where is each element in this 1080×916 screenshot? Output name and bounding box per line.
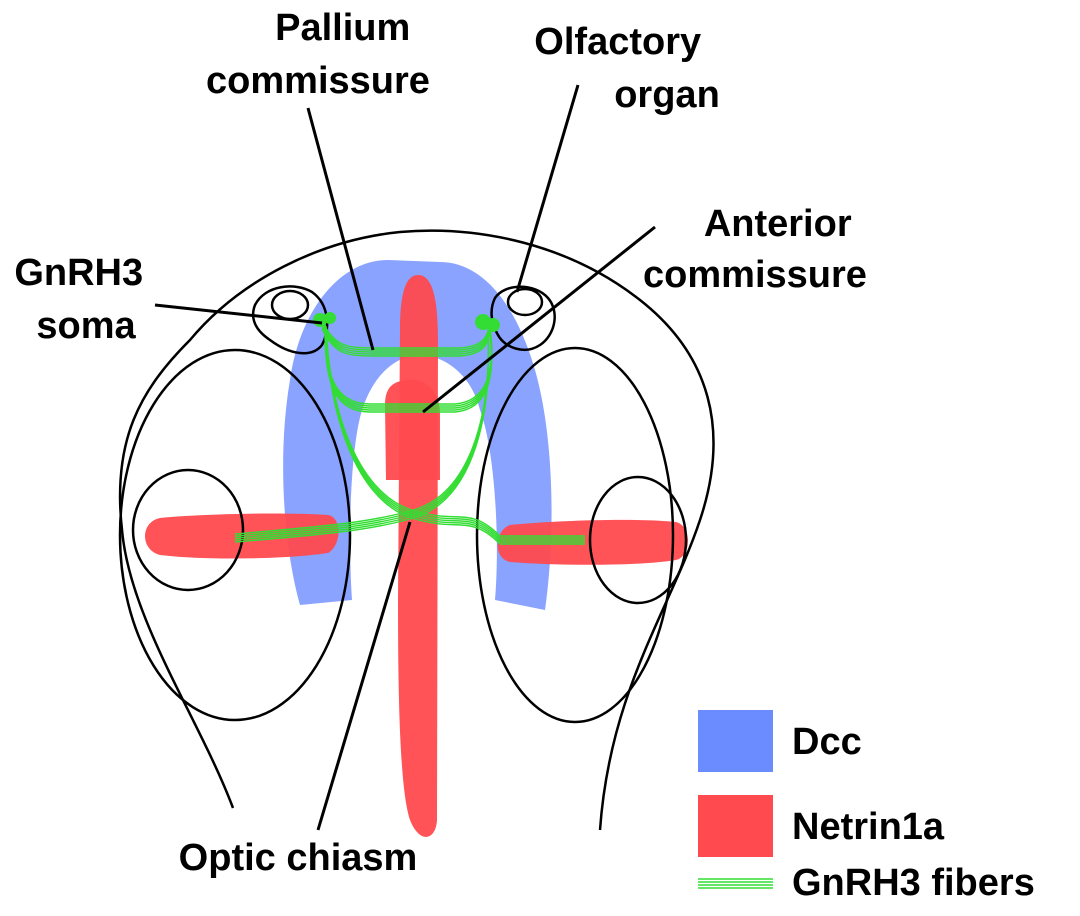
- legend-swatch-gnrh3-fibers: [698, 879, 773, 888]
- label-olfactory-organ-line2: organ: [614, 74, 720, 116]
- gnrh3-soma-left: [324, 312, 336, 324]
- label-pallium-commissure: Pallium commissure: [206, 7, 430, 102]
- legend: Dcc Netrin1a GnRH3 fibers: [698, 710, 1035, 904]
- label-pallium-commissure-line1: Pallium: [275, 7, 410, 49]
- label-anterior-commissure: Anterior commissure: [643, 203, 867, 296]
- pointer-gnrh3-soma: [155, 305, 322, 323]
- gnrh3-soma-right: [486, 318, 500, 332]
- netrin1a-midline: [398, 275, 438, 837]
- legend-label-gnrh3-fibers: GnRH3 fibers: [792, 862, 1035, 904]
- netrin1a-optic-stalk: [385, 380, 440, 480]
- right-olfactory-pit: [508, 289, 542, 315]
- left-olfactory-pit: [272, 291, 308, 319]
- label-gnrh3-soma-line2: soma: [36, 305, 136, 347]
- label-anterior-commissure-line2: commissure: [643, 254, 867, 296]
- legend-label-netrin1a: Netrin1a: [792, 806, 945, 848]
- label-anterior-commissure-line1: Anterior: [704, 203, 852, 245]
- legend-label-dcc: Dcc: [792, 721, 862, 763]
- legend-swatch-netrin1a: [698, 795, 773, 857]
- legend-swatch-dcc: [698, 710, 773, 772]
- label-gnrh3-soma: GnRH3 soma: [14, 252, 153, 347]
- label-gnrh3-soma-line1: GnRH3: [14, 252, 143, 294]
- pointer-olfactory-organ: [517, 85, 578, 292]
- label-olfactory-organ-line1: Olfactory: [534, 21, 701, 63]
- label-pallium-commissure-line2: commissure: [206, 60, 430, 102]
- label-optic-chiasm: Optic chiasm: [179, 837, 418, 879]
- label-olfactory-organ: Olfactory organ: [534, 21, 719, 116]
